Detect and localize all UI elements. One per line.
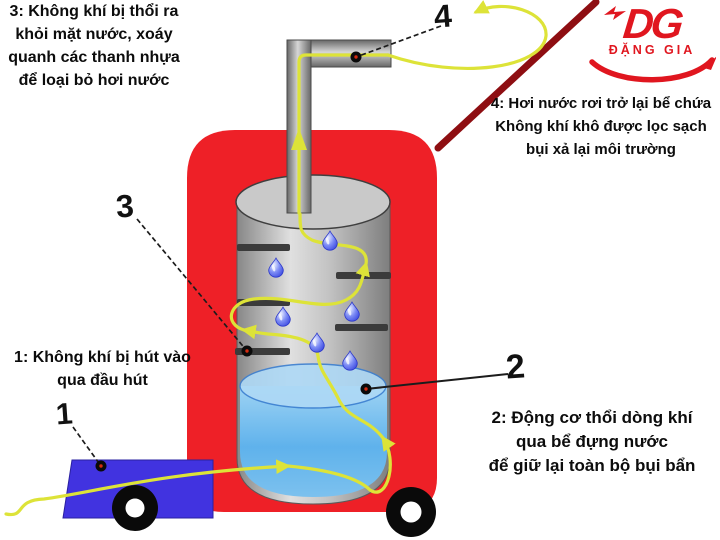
logo-brand-name: ĐẶNG GIA: [608, 43, 696, 57]
annotation-step-4: 4: Hơi nước rơi trở lại bể chứa Không kh…: [482, 92, 720, 161]
airflow-water-loop: [286, 435, 396, 494]
annotation-step-1: 1: Không khí bị hút vào qua đầu hút: [5, 346, 200, 392]
baffle-bar: [335, 324, 388, 331]
pointer-line-3: [136, 218, 248, 352]
annotation-line: để loại bỏ hơi nước: [18, 72, 170, 89]
pointer-dot-2-center: [364, 387, 368, 391]
airflow-swirl-lower: [241, 324, 385, 440]
annotation-line: 4: Hơi nước rơi trở lại bể chứa: [490, 95, 712, 112]
baffle-bar: [237, 244, 290, 251]
pointer-line-1: [72, 426, 102, 467]
annotation-line: quanh các thanh nhựa: [8, 49, 180, 66]
pointer-dot-3-center: [245, 349, 249, 353]
step-marker-1: 1: [54, 397, 74, 432]
step-marker-2: 2: [504, 347, 527, 387]
annotation-pointer-dots: [95, 51, 372, 472]
annotation-pointer-lines: [72, 25, 509, 467]
logo-initials: DG: [621, 0, 684, 47]
airflow-into-pipe: [298, 212, 368, 266]
airflow-pipe-segment: [297, 53, 390, 215]
annotation-line: để giữ lại toàn bộ bụi bẩn: [488, 456, 696, 475]
step-marker-3: 3: [114, 187, 135, 225]
logo-swoosh-icon: [589, 56, 716, 83]
annotation-line: 3: Không khí bị thổi ra: [9, 3, 179, 20]
pointer-line-4: [355, 25, 442, 58]
left-wheel-hub: [125, 498, 145, 518]
annotation-line: bụi xả lại môi trường: [526, 141, 676, 158]
annotation-line: 1: Không khí bị hút vào: [14, 349, 191, 366]
right-wheel-hub: [400, 501, 422, 523]
annotation-line: 2: Động cơ thổi dòng khí: [491, 408, 693, 427]
brand-logo: DG ĐẶNG GIA: [588, 0, 716, 86]
pointer-line-2: [365, 373, 509, 390]
annotation-step-3: 3: Không khí bị thổi ra khỏi mặt nước, x…: [0, 0, 188, 92]
annotation-line: khỏi mặt nước, xoáy: [15, 26, 173, 43]
airflow-exit-curl: [386, 0, 548, 71]
airflow-path: [4, 0, 548, 517]
pipe-up-arrow-icon: [291, 128, 307, 150]
airflow-intake-segment: [4, 459, 291, 517]
logo-pointer-line: [434, 0, 600, 152]
annotation-line: Không khí khô được lọc sạch: [495, 118, 707, 135]
step-marker-4: 4: [432, 0, 453, 35]
annotation-line: qua đầu hút: [57, 372, 148, 389]
wheels: [112, 485, 436, 537]
airflow-swirl-upper: [229, 261, 370, 332]
pointer-dot-1-center: [99, 464, 103, 468]
logo-arrow-icon: [604, 6, 626, 20]
pointer-dot-4-center: [354, 55, 358, 59]
annotation-step-2: 2: Động cơ thổi dòng khí qua bể đựng nướ…: [468, 406, 716, 478]
annotation-line: qua bể đựng nước: [516, 432, 668, 451]
cylinder-top-opening: [235, 174, 391, 230]
